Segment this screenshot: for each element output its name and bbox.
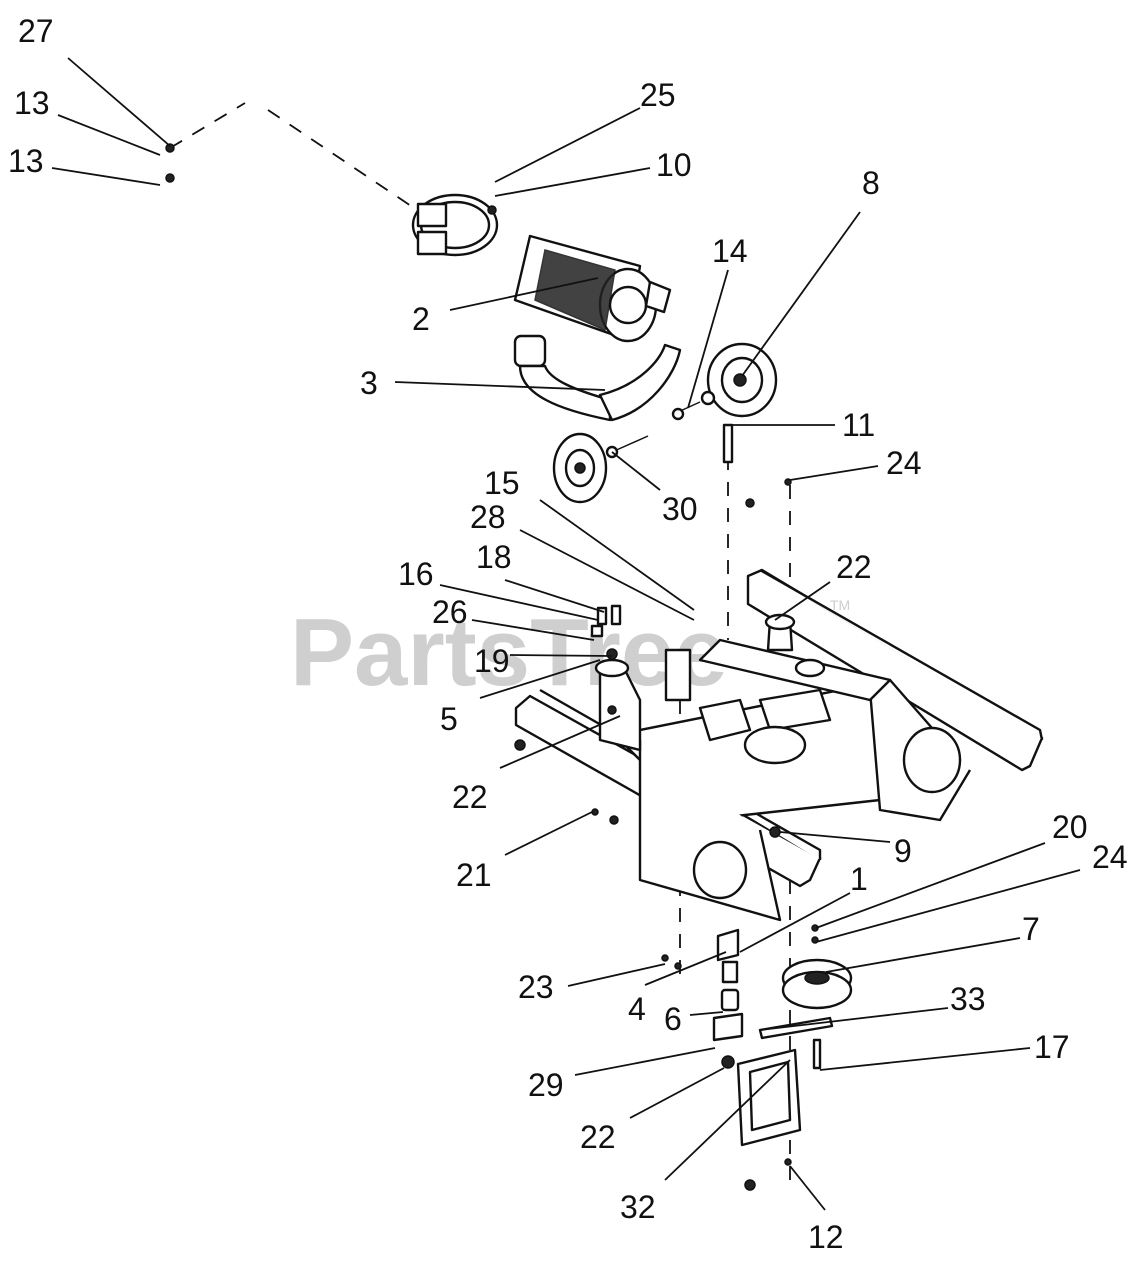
callout-9: 9 bbox=[894, 833, 912, 869]
callout-24: 24 bbox=[886, 445, 922, 481]
callout-24: 24 bbox=[1092, 839, 1128, 875]
callout-22: 22 bbox=[452, 779, 488, 815]
callout-20: 20 bbox=[1052, 809, 1088, 845]
callout-21: 21 bbox=[456, 857, 492, 893]
leader-lines bbox=[51, 57, 1081, 1211]
callout-10: 10 bbox=[656, 147, 692, 183]
part-bolt-14 bbox=[671, 390, 716, 421]
callout-13: 13 bbox=[14, 85, 50, 121]
callout-15: 15 bbox=[484, 465, 520, 501]
callout-13: 13 bbox=[8, 143, 44, 179]
part-pin-11 bbox=[722, 423, 734, 464]
part-pulley-30 bbox=[552, 432, 649, 504]
callout-8: 8 bbox=[862, 165, 880, 201]
callout-1: 1 bbox=[850, 861, 868, 897]
callout-7: 7 bbox=[1022, 911, 1040, 947]
callout-12: 12 bbox=[808, 1219, 844, 1255]
callout-5: 5 bbox=[440, 701, 458, 737]
callouts: 27 13 13 25 10 8 14 2 3 11 24 30 15 28 1… bbox=[8, 13, 1128, 1255]
callout-27: 27 bbox=[18, 13, 54, 49]
callout-22: 22 bbox=[836, 549, 872, 585]
callout-22: 22 bbox=[580, 1119, 616, 1155]
callout-3: 3 bbox=[360, 365, 378, 401]
part-clamp bbox=[411, 193, 499, 257]
callout-11: 11 bbox=[842, 407, 875, 443]
callout-2: 2 bbox=[412, 301, 430, 337]
callout-14: 14 bbox=[712, 233, 748, 269]
part-hose bbox=[513, 334, 682, 422]
callout-29: 29 bbox=[528, 1067, 564, 1103]
callout-25: 25 bbox=[640, 77, 676, 113]
watermark-tm: TM bbox=[830, 597, 850, 613]
callout-17: 17 bbox=[1034, 1029, 1070, 1065]
callout-30: 30 bbox=[662, 491, 698, 527]
callout-33: 33 bbox=[950, 981, 986, 1017]
part-air-filter bbox=[513, 234, 672, 343]
callout-23: 23 bbox=[518, 969, 554, 1005]
callout-6: 6 bbox=[664, 1001, 682, 1037]
callout-16: 16 bbox=[398, 556, 434, 592]
callout-18: 18 bbox=[476, 539, 512, 575]
callout-26: 26 bbox=[432, 594, 468, 630]
part-frame bbox=[514, 568, 1044, 922]
callout-32: 32 bbox=[620, 1189, 656, 1225]
part-pulley-8 bbox=[706, 342, 778, 418]
callout-19: 19 bbox=[474, 643, 510, 679]
callout-4: 4 bbox=[628, 991, 646, 1027]
callout-28: 28 bbox=[470, 499, 506, 535]
